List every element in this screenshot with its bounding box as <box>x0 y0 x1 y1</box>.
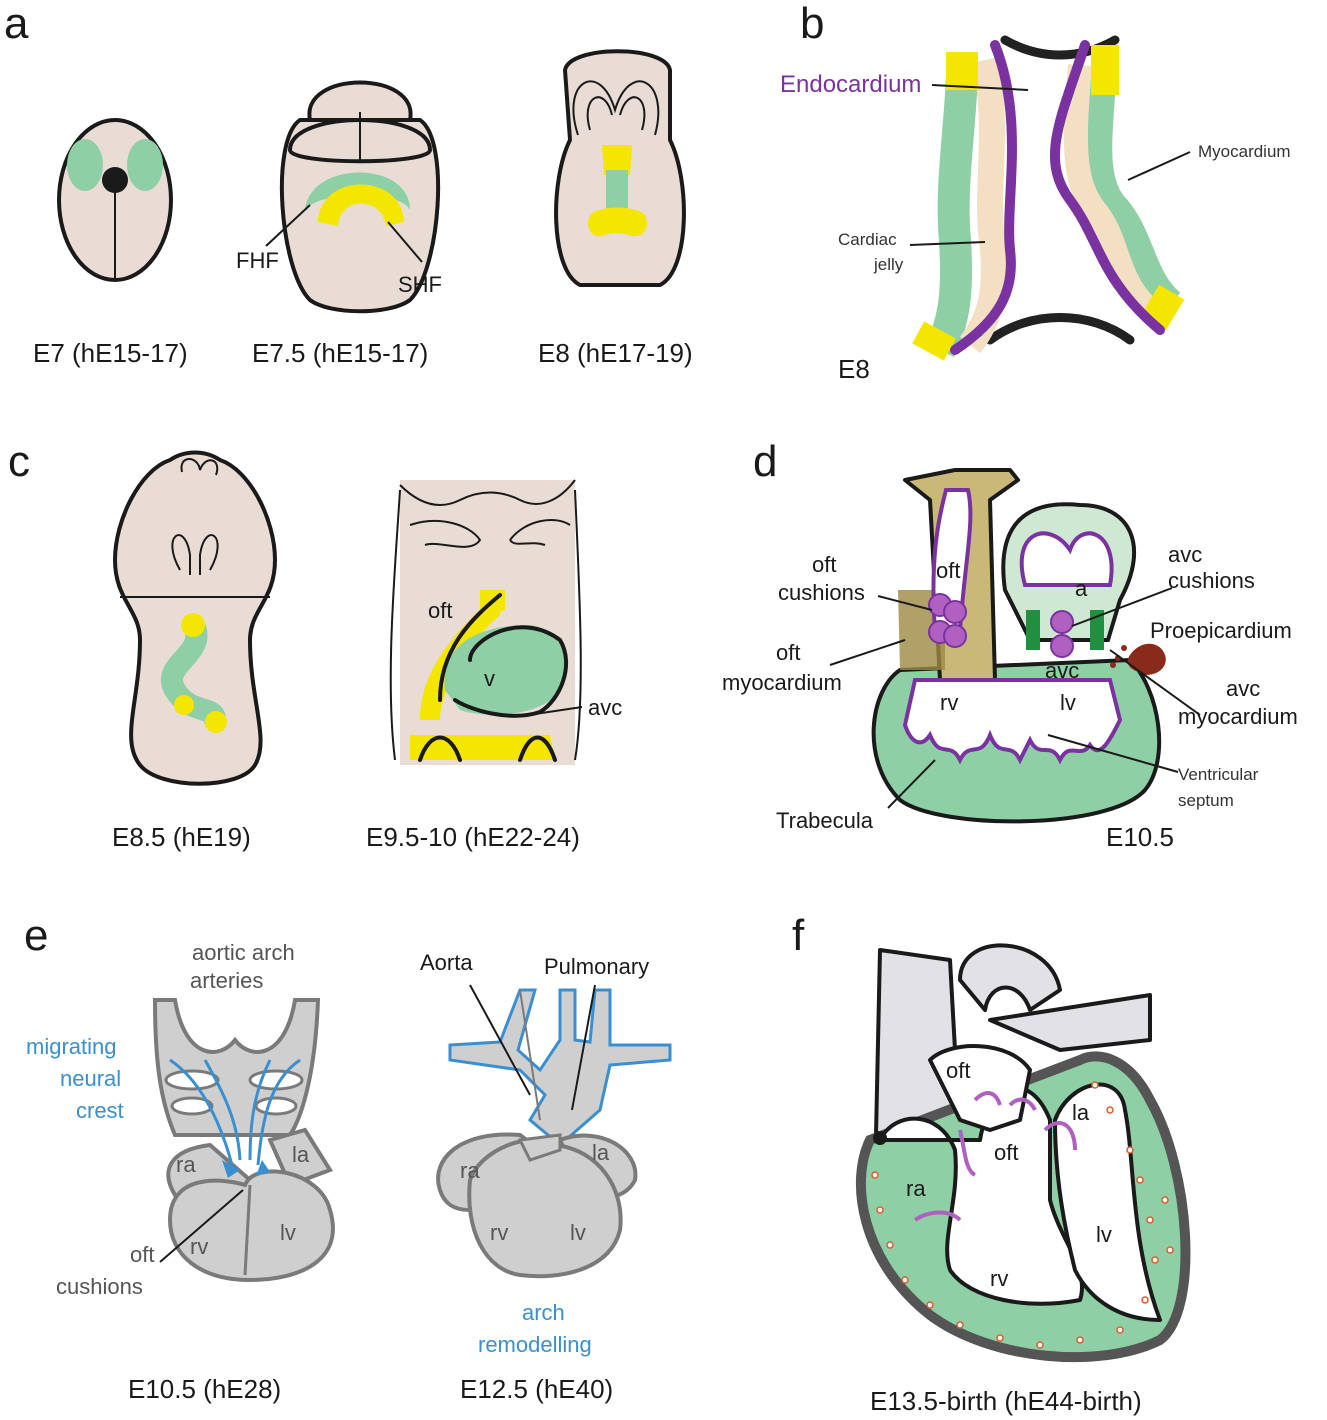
ra-label-f: ra <box>906 1176 926 1201</box>
myocardium-label: Myocardium <box>1198 142 1291 161</box>
pulmonary-label: Pulmonary <box>544 954 649 979</box>
oft-label-f-mid: oft <box>994 1140 1018 1165</box>
rv-label-e2: rv <box>490 1220 508 1245</box>
endocardium-label: Endocardium <box>780 71 921 98</box>
migrating-label-3: crest <box>76 1098 124 1123</box>
panel-e: e aortic arch arteries migrating neural … <box>24 911 670 1404</box>
lv-label-e2: lv <box>570 1220 586 1245</box>
trabecula-label: Trabecula <box>776 808 874 833</box>
myocyte-dot <box>1037 1342 1043 1348</box>
myocyte-dot <box>1127 1147 1133 1153</box>
caption-f: E13.5-birth (hE44-birth) <box>870 1386 1142 1416</box>
embryo-e95 <box>391 480 582 765</box>
embryo-e85 <box>115 453 275 784</box>
proepicardium-label: Proepicardium <box>1150 618 1292 643</box>
myocyte-dot <box>1167 1247 1173 1253</box>
rv-label-f: rv <box>990 1266 1008 1291</box>
rv-label-e1: rv <box>190 1234 208 1259</box>
panel-d: d oft cushions oft my <box>722 437 1298 852</box>
caption-e125: E12.5 (hE40) <box>460 1374 613 1404</box>
avc-myocardium-label-2: myocardium <box>1178 704 1298 729</box>
myocyte-dot <box>877 1207 883 1213</box>
myocyte-dot <box>902 1277 908 1283</box>
panel-c: c <box>8 437 622 852</box>
lv-label-e1: lv <box>280 1220 296 1245</box>
lv-label-f: lv <box>1096 1222 1112 1247</box>
atrium-label: a <box>1075 576 1088 601</box>
myocyte-dot <box>1092 1082 1098 1088</box>
panel-f-letter: f <box>792 911 805 960</box>
panel-b: b Endocardium Myocardium Cardiac jelly E… <box>780 0 1291 384</box>
caption-b: E8 <box>838 354 870 384</box>
ventricular-septum-label-1: Ventricular <box>1178 765 1259 784</box>
avc-label-d: avc <box>1045 658 1079 683</box>
la-label-e1: la <box>292 1142 310 1167</box>
myocyte-dot <box>957 1322 963 1328</box>
aortic-arch-label-1: aortic arch <box>192 940 295 965</box>
avc-myocardium-label-1: avc <box>1226 676 1260 701</box>
oft-label-c: oft <box>428 598 452 623</box>
oft-cushions-label-e1: oft <box>130 1242 154 1267</box>
la-label-e2: la <box>592 1140 610 1165</box>
panel-a: a FHF SHF <box>4 0 693 368</box>
myocyte-dot <box>1107 1107 1113 1113</box>
ra-label-e2: ra <box>460 1158 480 1183</box>
remodelling-label-1: arch <box>522 1300 565 1325</box>
myocyte-dot <box>1152 1257 1158 1263</box>
ra-label-e1: ra <box>176 1152 196 1177</box>
heart-e125 <box>438 985 670 1276</box>
rv-label-d: rv <box>940 690 958 715</box>
panel-e-letter: e <box>24 911 48 960</box>
myocyte-dot <box>1162 1197 1168 1203</box>
avc-cushions-label-2: cushions <box>1168 568 1255 593</box>
myocyte-dot <box>927 1302 933 1308</box>
oft-myocardium-label-2: myocardium <box>722 670 842 695</box>
lv-label-d: lv <box>1060 690 1076 715</box>
la-label-f: la <box>1072 1100 1090 1125</box>
heart-e105 <box>155 1000 333 1280</box>
oft-cushions-label-1: oft <box>812 552 836 577</box>
caption-e95: E9.5-10 (hE22-24) <box>366 822 580 852</box>
oft-cushions-label-e2: cushions <box>56 1274 143 1299</box>
avc-cushions-label-1: avc <box>1168 542 1202 567</box>
oft-myocardium-label-1: oft <box>776 640 800 665</box>
caption-e75: E7.5 (hE15-17) <box>252 338 428 368</box>
panel-d-letter: d <box>753 437 777 486</box>
shf-label: SHF <box>398 272 442 297</box>
caption-e105: E10.5 (hE28) <box>128 1374 281 1404</box>
oft-label-d: oft <box>936 558 960 583</box>
avc-label-c: avc <box>588 695 622 720</box>
cardiac-jelly-label-1: Cardiac <box>838 230 897 249</box>
embryo-e7 <box>59 120 171 280</box>
v-label: v <box>484 666 495 691</box>
caption-e8: E8 (hE17-19) <box>538 338 693 368</box>
caption-d: E10.5 <box>1106 822 1174 852</box>
myocyte-dot <box>887 1242 893 1248</box>
embryo-e8 <box>556 51 684 285</box>
myocyte-dot <box>1117 1327 1123 1333</box>
migrating-label-2: neural <box>60 1066 121 1091</box>
fhf-label: FHF <box>236 248 279 273</box>
cardiac-jelly-label-2: jelly <box>873 255 904 274</box>
aortic-arch-label-2: arteries <box>190 968 263 993</box>
panel-c-letter: c <box>8 437 30 486</box>
migrating-label-1: migrating <box>26 1034 116 1059</box>
panel-f: f <box>792 911 1185 1357</box>
panel-a-letter: a <box>4 0 29 48</box>
panel-b-letter: b <box>800 0 824 48</box>
myocyte-dot <box>1147 1217 1153 1223</box>
remodelling-label-2: remodelling <box>478 1332 592 1357</box>
caption-e7: E7 (hE15-17) <box>33 338 188 368</box>
ventricular-septum-label-2: septum <box>1178 791 1234 810</box>
caption-e85: E8.5 (hE19) <box>112 822 251 852</box>
oft-cushions-label-2: cushions <box>778 580 865 605</box>
aorta-label: Aorta <box>420 950 473 975</box>
myocyte-dot <box>1077 1337 1083 1343</box>
myocyte-dot <box>997 1335 1003 1341</box>
myocyte-dot <box>1137 1177 1143 1183</box>
myocyte-dot <box>872 1172 878 1178</box>
myocyte-dot <box>1142 1297 1148 1303</box>
oft-label-f-top: oft <box>946 1058 970 1083</box>
